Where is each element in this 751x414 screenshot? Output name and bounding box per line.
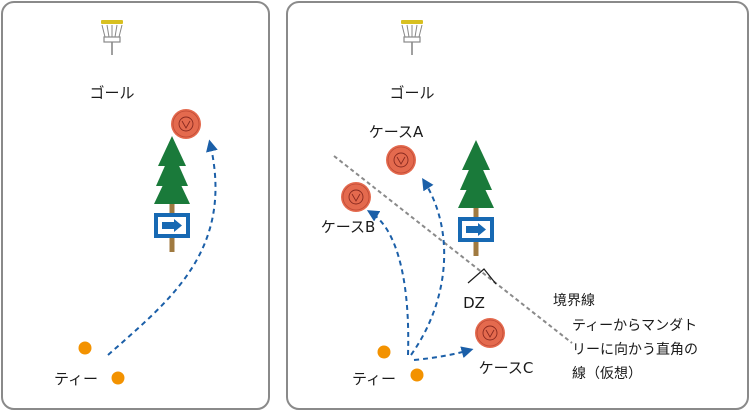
case-c-label: ケースC	[479, 359, 534, 377]
left-panel	[1, 1, 270, 410]
case-b-label: ケースB	[321, 218, 376, 236]
case-c-flight-path	[413, 346, 474, 361]
boundary-line	[333, 155, 573, 344]
dz-label: DZ	[463, 294, 485, 312]
case-a-disc-icon	[385, 144, 417, 176]
case-a-label: ケースA	[369, 123, 424, 141]
right-angle-marker	[467, 268, 497, 285]
left-tee-dot-b	[111, 371, 125, 385]
boundary-label: 境界線	[553, 293, 595, 309]
case-b-flight-path	[366, 210, 410, 356]
left-tee-dot-a	[78, 341, 92, 355]
case-a-flight-path	[410, 177, 446, 356]
note-line-1: ティーからマンダト	[572, 318, 697, 334]
case-c-disc-icon	[474, 317, 506, 349]
case-b-disc-icon	[340, 181, 372, 213]
left-tee-label: ティー	[54, 370, 98, 388]
right-tee-label: ティー	[352, 370, 396, 388]
right-panel	[286, 1, 749, 410]
right-tee-dot-a	[377, 345, 391, 359]
left-flight-path	[107, 139, 218, 356]
note-line-2: リーに向かう直角の	[572, 341, 698, 358]
right-tee-dot-b	[410, 368, 424, 382]
note-line-3: 線（仮想）	[572, 366, 642, 382]
left-disc-icon	[170, 108, 202, 140]
right-goal-label: ゴール	[389, 84, 434, 102]
left-goal-label: ゴール	[89, 84, 134, 102]
